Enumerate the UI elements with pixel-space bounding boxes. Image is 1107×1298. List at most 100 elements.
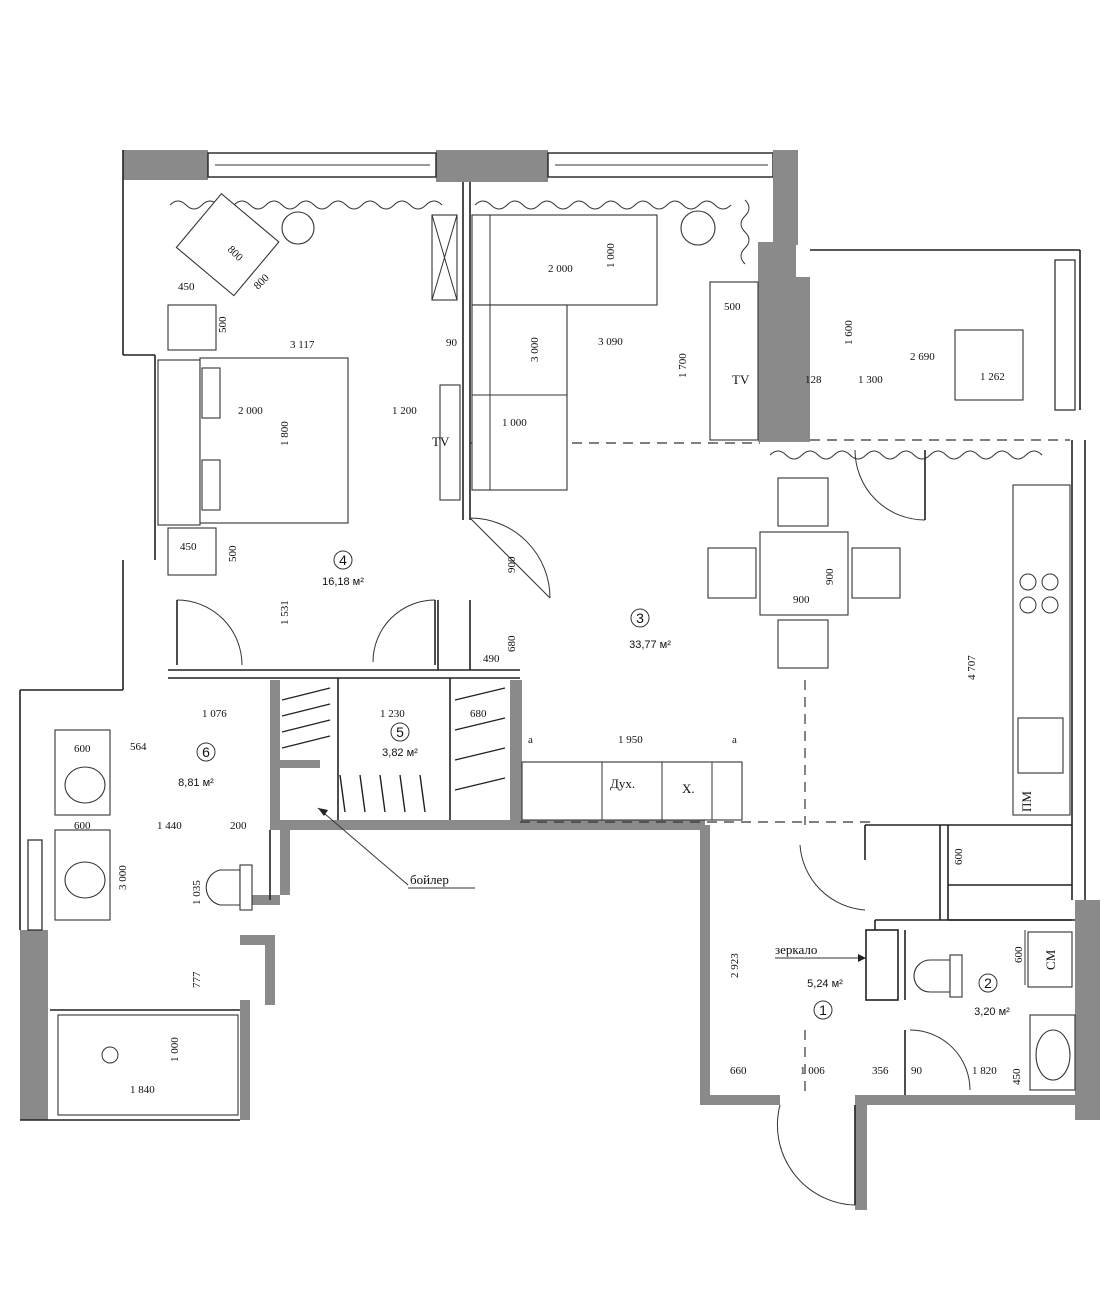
- room-number: 3: [636, 610, 644, 626]
- dimension-labels: 800 800 450 500 3 117 2 000 1 800 1 200 …: [74, 243, 1025, 1096]
- room-3-circle: [630, 608, 650, 628]
- dim-text: 600: [953, 848, 965, 865]
- dim-text: 1 006: [800, 1065, 825, 1077]
- wall-segment: [265, 940, 275, 1005]
- nightstand: [167, 304, 217, 351]
- wall-segment: [436, 150, 548, 182]
- floor-lamp: [680, 210, 716, 246]
- dim-text: 128: [805, 374, 822, 386]
- door-swing: [909, 1029, 971, 1091]
- oven-label: Дух.: [610, 776, 635, 791]
- dim-text: 900: [506, 556, 518, 573]
- dim-text: 680: [470, 708, 487, 720]
- dim-text: 450: [180, 541, 197, 553]
- curtain: [740, 199, 750, 265]
- bed: [199, 357, 349, 524]
- marker-a: a: [528, 734, 533, 746]
- dim-text: 3 000: [529, 337, 541, 362]
- tv-cabinet: [709, 281, 759, 441]
- dim-text: 1 000: [605, 243, 617, 268]
- sofa-section: [471, 214, 658, 306]
- appliance-labels: TV TV Дух. Х. ПМ СМ бойлер зеркало a a: [410, 372, 1058, 970]
- hatch-line: [281, 719, 331, 733]
- door-swing: [469, 517, 551, 599]
- room-2-circle: [978, 973, 998, 993]
- door-swing: [176, 599, 243, 666]
- hatch-line: [454, 717, 506, 731]
- room-number: 1: [819, 1002, 827, 1018]
- tv-label: TV: [432, 434, 450, 449]
- wall-segment: [270, 820, 320, 830]
- washbasin: [1035, 1029, 1071, 1081]
- dim-text: 1 700: [677, 353, 689, 378]
- dining-table: [759, 531, 849, 616]
- kitchen-island: [521, 761, 743, 821]
- room-6-circle: [196, 742, 216, 762]
- dim-text: 200: [230, 820, 247, 832]
- bedroom-furniture: [157, 192, 461, 576]
- washing-machine: [1027, 931, 1073, 988]
- bathtub-shower: [57, 1014, 239, 1116]
- dishwasher-label: ПМ: [1019, 791, 1034, 812]
- dim-text: 500: [227, 545, 239, 562]
- wall-segment: [270, 680, 280, 820]
- room-area: 8,81 м²: [178, 777, 214, 789]
- wall-column: [758, 277, 810, 442]
- outer-walls: [19, 150, 1100, 1210]
- room-1-circle: [813, 1000, 833, 1020]
- room-markers: [196, 550, 998, 1020]
- dining-chair: [777, 477, 829, 527]
- window-frame: [27, 839, 43, 931]
- room-area: 5,24 м²: [807, 978, 843, 990]
- hatch-line: [379, 774, 386, 813]
- dim-text: 1 950: [618, 734, 643, 746]
- wall-segment: [700, 825, 710, 1100]
- arrowhead: [318, 808, 328, 816]
- wall-segment: [320, 820, 705, 830]
- curtain: [769, 450, 1043, 460]
- wall-segment: [855, 1095, 1100, 1105]
- toilet: [913, 959, 951, 993]
- boiler-callout: [317, 807, 475, 889]
- dim-text: 3 090: [598, 336, 623, 348]
- dim-text: 1 076: [202, 708, 227, 720]
- door-leaf: [469, 517, 551, 599]
- dim-text: 450: [178, 281, 195, 293]
- dim-text: 1 440: [157, 820, 182, 832]
- window-frame: [1054, 259, 1076, 411]
- pillow: [201, 367, 221, 419]
- stove-burner: [1041, 596, 1059, 614]
- kitchen-sink: [1017, 717, 1064, 774]
- wall-segment: [240, 895, 280, 905]
- dim-text: 777: [191, 971, 203, 988]
- toilet-tank: [239, 864, 253, 911]
- dim-text: 600: [74, 820, 91, 832]
- stove-burner: [1019, 596, 1037, 614]
- hatch-line: [281, 703, 331, 717]
- hatch-line: [339, 774, 346, 813]
- dim-text: 1 820: [972, 1065, 997, 1077]
- wall-segment: [270, 760, 320, 768]
- stove-burner: [1019, 573, 1037, 591]
- dining-chair: [851, 547, 901, 599]
- hatch-line: [454, 777, 506, 791]
- wall-segment: [280, 830, 290, 895]
- dim-text: 1 262: [980, 371, 1005, 383]
- room-5-circle: [390, 722, 410, 742]
- dim-text: 1 035: [191, 880, 203, 905]
- room-labels: 4 16,18 м² 3 33,77 м² 5 3,82 м² 6 8,81 м…: [178, 552, 1010, 1018]
- bathroom6-fixtures: [54, 729, 253, 1116]
- hatch-line: [281, 735, 331, 749]
- room-area: 16,18 м²: [322, 576, 364, 588]
- dim-text: 1 200: [392, 405, 417, 417]
- room-number: 6: [202, 744, 210, 760]
- dim-text: 1 000: [502, 417, 527, 429]
- hatch-line: [419, 774, 426, 813]
- washbasin: [64, 861, 106, 899]
- hatch-line: [399, 774, 406, 813]
- dim-text: 2 690: [910, 351, 935, 363]
- wardrobe-x: [431, 214, 458, 301]
- partition-block: [865, 929, 899, 1001]
- dim-text: 660: [730, 1065, 747, 1077]
